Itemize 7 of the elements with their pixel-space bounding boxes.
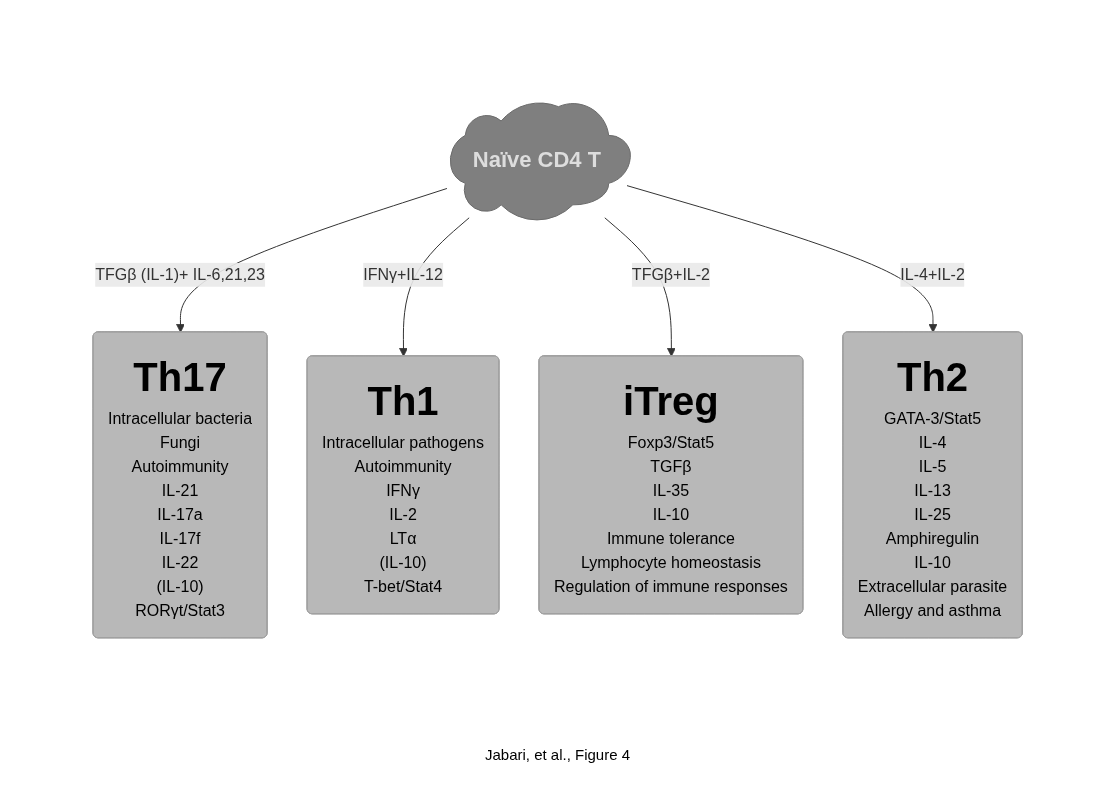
edge-label: IL-4+IL-2 — [900, 265, 965, 283]
arrow — [175, 187, 448, 333]
edge-label: TFGβ (IL-1)+ IL-6,21,23 — [95, 265, 265, 283]
edge-label: TFGβ+IL-2 — [631, 265, 710, 283]
figure-credit: Jabari, et al., Figure 4 — [484, 746, 631, 763]
arrow — [626, 184, 938, 333]
edge-label: IFNγ+IL-12 — [363, 265, 443, 283]
